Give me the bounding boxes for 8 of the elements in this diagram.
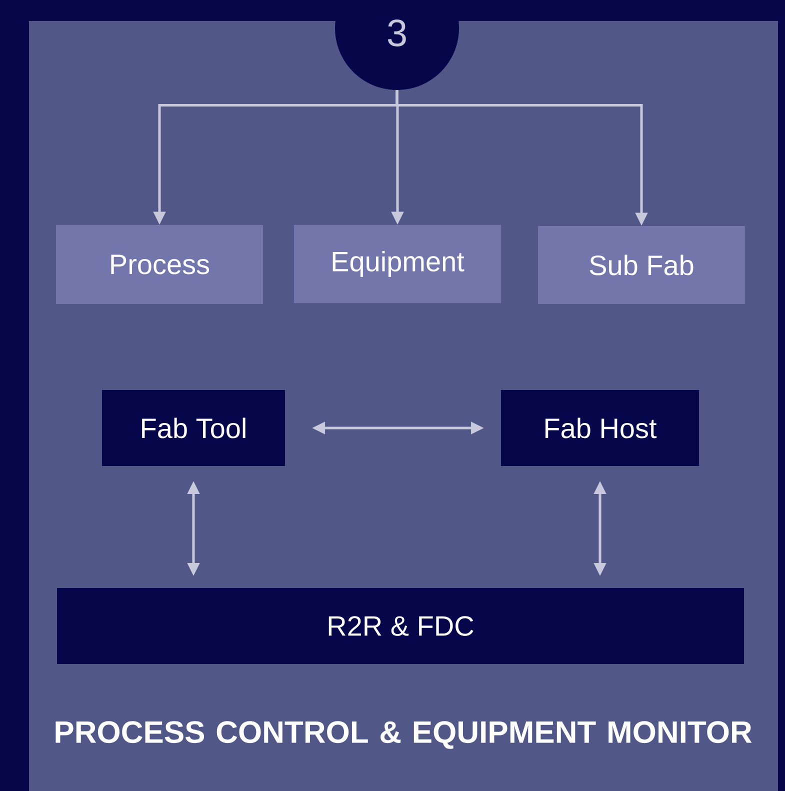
category-box: Sub Fab bbox=[538, 226, 745, 304]
title-heading: PROCESS CONTROL & EQUIPMENT MONITOR bbox=[56, 721, 752, 749]
system-box: Fab Host bbox=[501, 390, 699, 466]
category-box: Equipment bbox=[294, 225, 501, 303]
category-box: Process bbox=[56, 225, 263, 304]
system-box: Fab Tool bbox=[102, 390, 285, 466]
node-label: 3 bbox=[388, 20, 406, 46]
system-box: R2R & FDC bbox=[57, 588, 744, 664]
